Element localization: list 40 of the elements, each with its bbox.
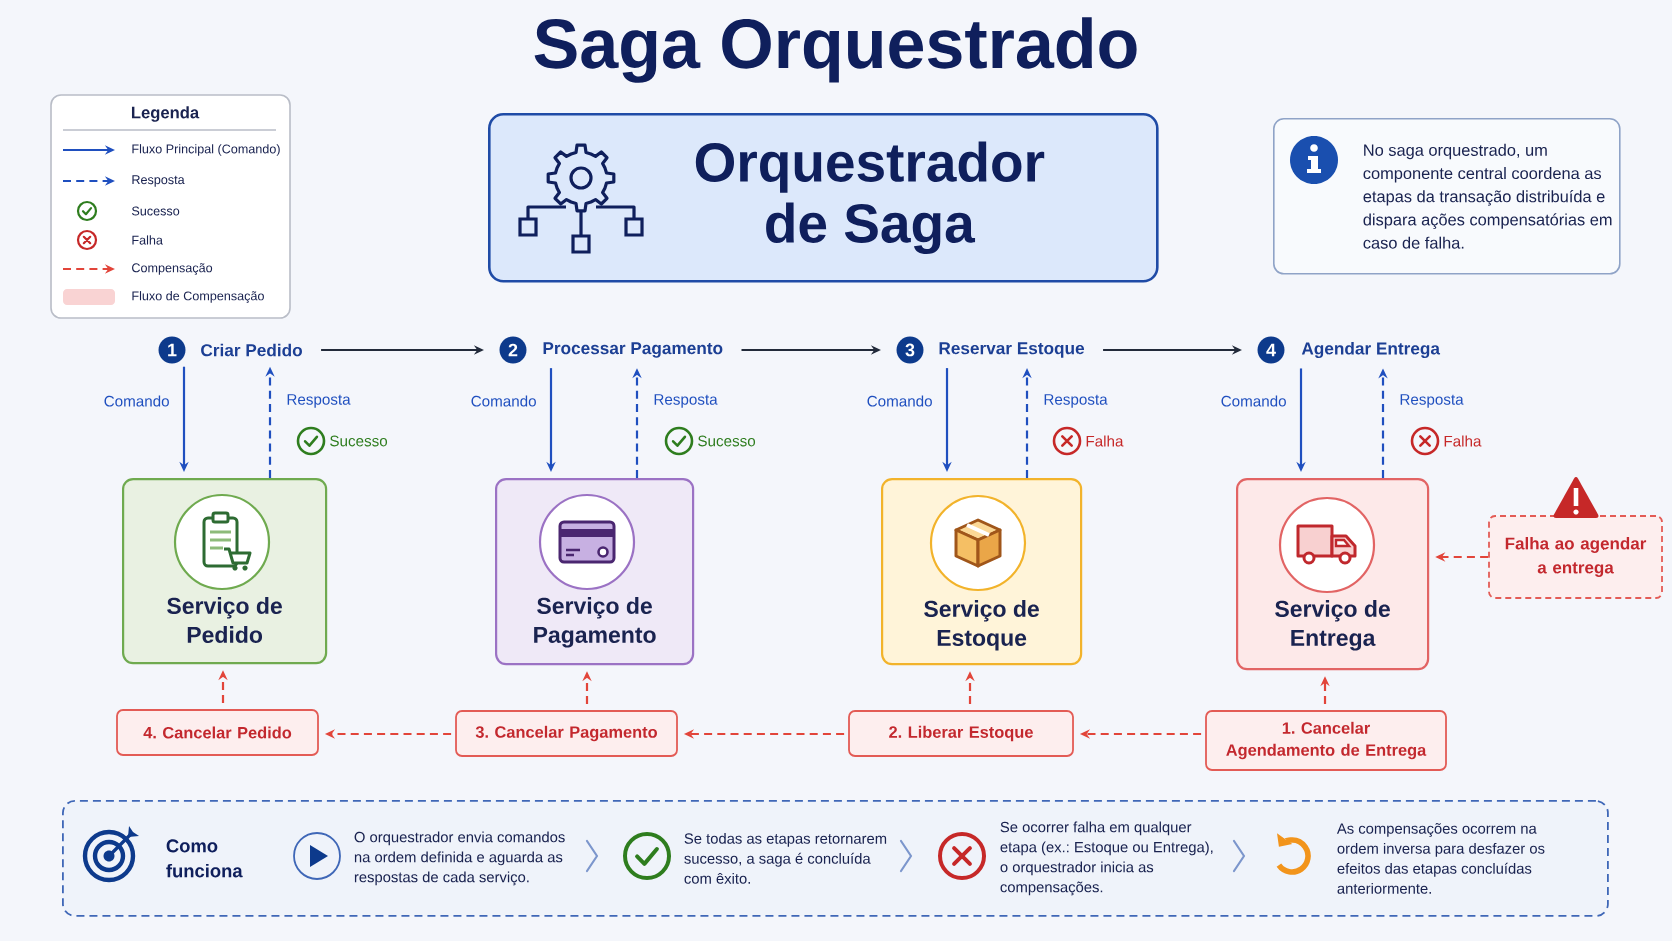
panel-heading: Como funciona — [166, 839, 243, 878]
compensation-box: 2. Liberar Estoque — [848, 710, 1074, 757]
number-badge: 2 — [499, 336, 527, 364]
legend-text: Compensação — [132, 263, 213, 275]
step-description: As compensações ocorrem na ordem inversa para desfazer os efeitos das etapas concluídas anteriormente. — [1336, 823, 1545, 894]
step-description: Se ocorrer falha em qualquer etapa (ex.: Estoque ou Entrega), o orquestrador inicia as compensações. — [1000, 821, 1213, 896]
step-description: O orquestrador envia comandos na ordem definida e aguarda as respostas de cada serviço. — [354, 831, 565, 886]
number-badge: 4 — [1257, 336, 1285, 364]
step-label: Criar Pedido — [201, 343, 302, 357]
legend-text: Resposta — [132, 175, 185, 187]
number-badge: 1 — [158, 336, 186, 364]
status-label: Sucesso — [330, 435, 388, 447]
edge-label: Resposta — [651, 392, 720, 410]
edge-label: Resposta — [284, 392, 353, 410]
failure-note: Falha ao agendar a entrega — [1488, 515, 1663, 599]
step-label: Reservar Estoque — [939, 342, 1085, 358]
legend-text: Falha — [132, 235, 163, 245]
compensation-box: 4. Cancelar Pedido — [116, 709, 319, 756]
edge-label: Comando — [1218, 393, 1289, 409]
compensation-box: 1. Cancelar Agendamento de Entrega — [1205, 710, 1447, 771]
number-badge: 3 — [896, 336, 924, 364]
legend-text: Fluxo Principal (Comando) — [132, 144, 280, 156]
status-label: Falha — [1086, 435, 1124, 447]
step-label: Agendar Entrega — [1301, 341, 1441, 359]
step-description: Se todas as etapas retornarem sucesso, a saga é concluída com êxito. — [684, 832, 887, 884]
legend-text: Sucesso — [131, 206, 180, 216]
step-label: Processar Pagamento — [543, 342, 723, 358]
title: Saga Orquestrado — [534, 17, 1137, 83]
edge-label: Resposta — [1041, 392, 1110, 410]
info-box: No saga orquestrado, um componente central coordena as etapas da transação distribuída e dispara ações compensatórias em caso de falha. — [1273, 118, 1621, 275]
edge-label: Resposta — [1397, 392, 1466, 410]
edge-label: Comando — [468, 393, 539, 409]
legend-heading: Legenda — [132, 106, 200, 122]
legend-text: Fluxo de Compensação — [132, 291, 264, 303]
compensation-box: 3. Cancelar Pagamento — [455, 710, 678, 757]
orchestrator-box: Orquestrador de Saga — [488, 113, 1159, 283]
status-label: Sucesso — [698, 435, 756, 447]
status-label: Falha — [1444, 435, 1482, 447]
edge-label: Comando — [864, 393, 935, 409]
edge-label: Comando — [101, 393, 172, 409]
